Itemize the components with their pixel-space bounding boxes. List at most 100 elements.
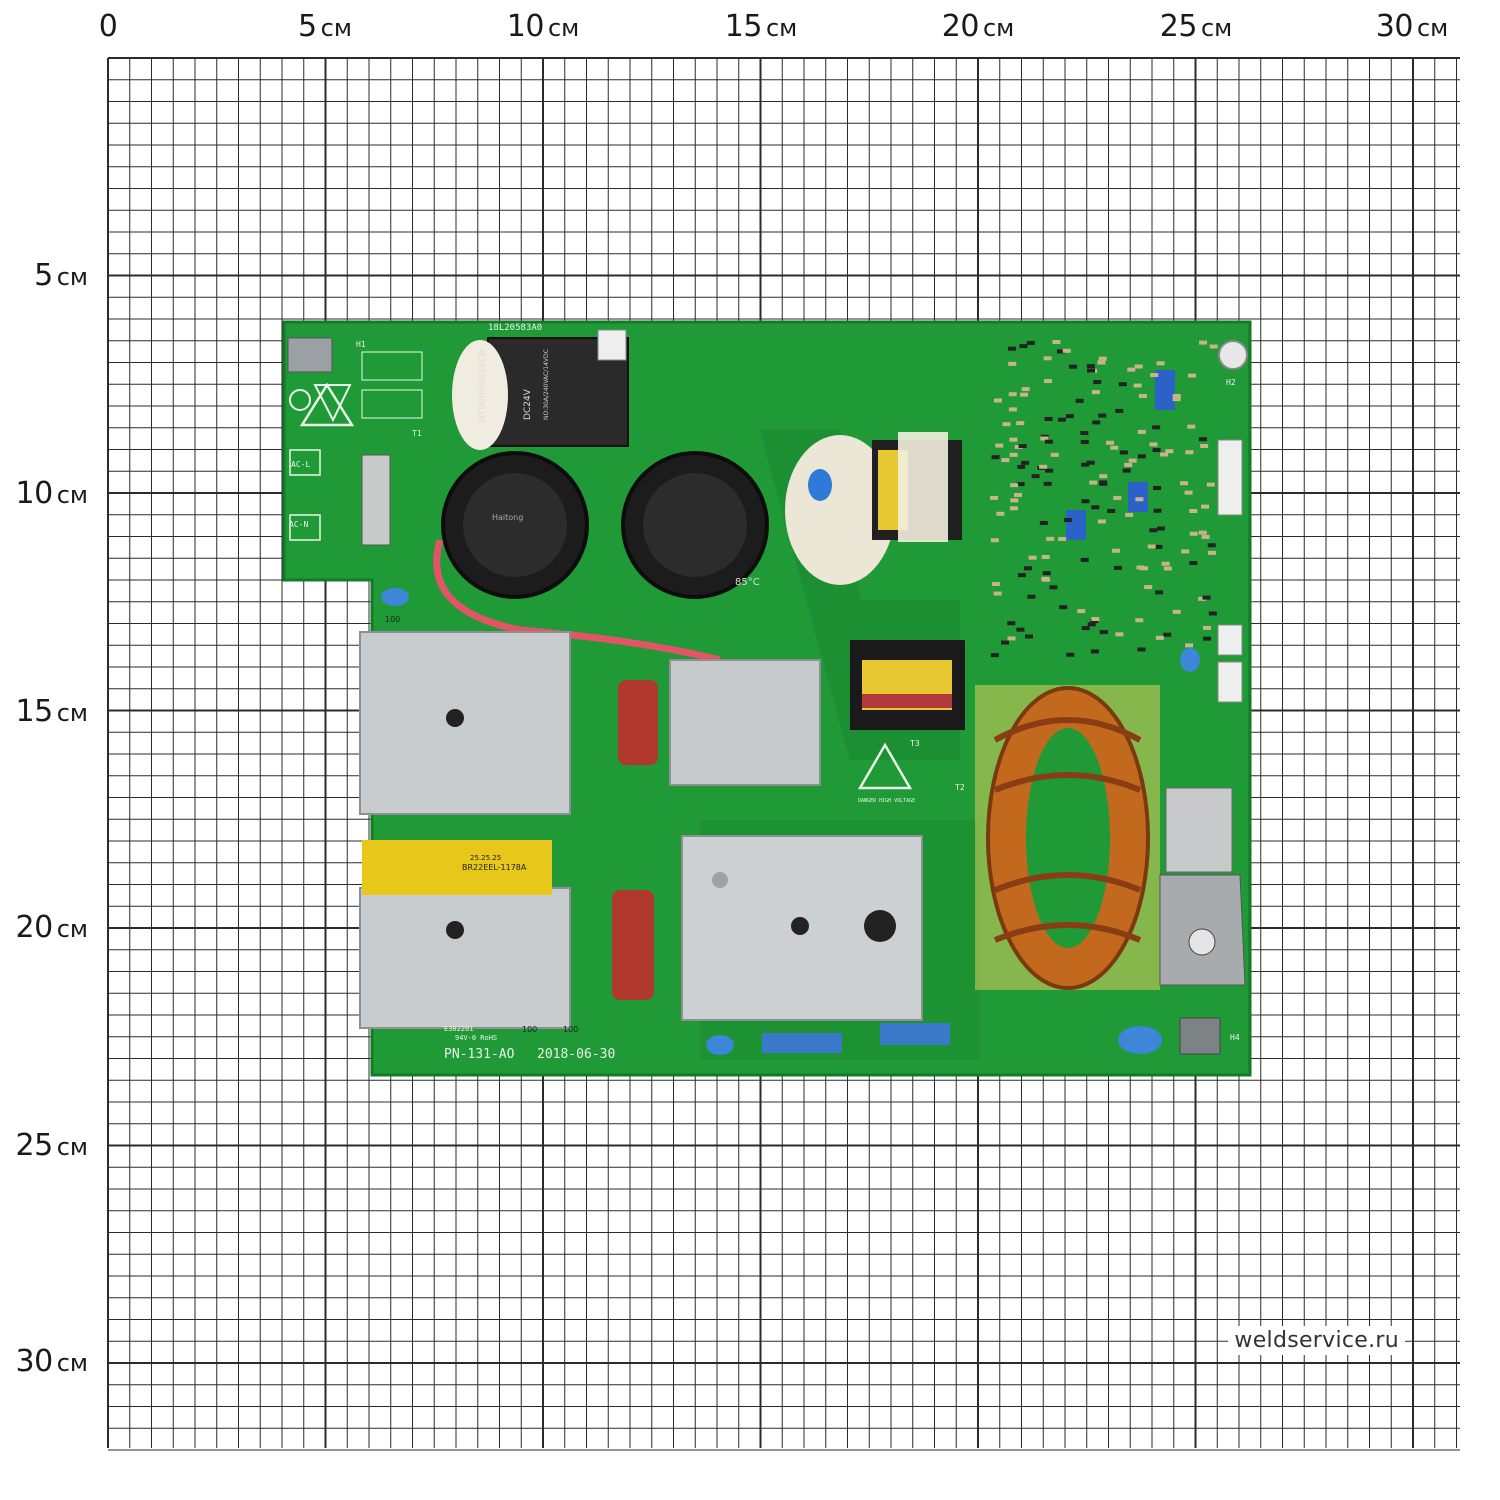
- smd-part: [1189, 561, 1198, 566]
- ac-n-label: AC-N: [289, 520, 308, 529]
- smd-part: [1119, 450, 1128, 455]
- smd-part: [1153, 508, 1162, 513]
- smd-part: [1155, 590, 1164, 595]
- smd-part: [1185, 643, 1194, 648]
- smd-part: [1134, 364, 1143, 369]
- smd-part: [1106, 440, 1115, 445]
- smd-part: [1087, 368, 1096, 373]
- smd-part: [1149, 442, 1158, 447]
- danger-label: DANGER HIGH VOLTAGE: [858, 798, 915, 804]
- smd-part: [1040, 436, 1049, 441]
- smd-part: [1163, 632, 1172, 637]
- smd-part: [1080, 439, 1089, 444]
- smd-part: [1028, 555, 1037, 560]
- ref-h4: H4: [1230, 1033, 1240, 1042]
- relay-voltage: DC24V: [523, 388, 533, 420]
- smd-part: [1189, 531, 1198, 536]
- smd-part: [990, 653, 999, 658]
- relay-model: NT90RHAE24CB: [478, 350, 488, 422]
- marker-100-a: 100: [385, 615, 400, 624]
- smd-part: [1017, 464, 1026, 469]
- board-top-code: 18L20583A0: [488, 323, 542, 333]
- smd-part: [1081, 626, 1090, 631]
- smd-part: [1198, 530, 1207, 535]
- smd-part: [1207, 543, 1216, 548]
- ref-t3: T3: [910, 739, 920, 748]
- smd-part: [1112, 548, 1121, 553]
- smd-part: [1161, 561, 1170, 566]
- smd-part: [1198, 437, 1207, 442]
- smd-part: [1002, 422, 1011, 427]
- smd-part: [1163, 566, 1172, 571]
- smd-part: [1039, 520, 1048, 525]
- smd-part: [1062, 348, 1071, 353]
- smd-part: [1020, 392, 1029, 397]
- smd-part: [1016, 627, 1025, 632]
- smd-part: [1059, 605, 1068, 610]
- smd-part: [1188, 373, 1197, 378]
- smd-part: [1152, 448, 1161, 453]
- smd-part: [1063, 518, 1072, 523]
- smd-part: [1018, 444, 1027, 449]
- smd-part: [1080, 431, 1089, 436]
- smd-part: [1027, 594, 1036, 599]
- smd-part: [1203, 636, 1212, 641]
- smd-part: [1049, 585, 1058, 590]
- smd-part: [1039, 464, 1048, 469]
- smd-part: [1187, 424, 1196, 429]
- smd-part: [1007, 621, 1016, 626]
- smd-part: [1041, 576, 1050, 581]
- smd-part: [1154, 544, 1163, 549]
- smd-part: [1091, 505, 1100, 510]
- smd-part: [1207, 550, 1216, 555]
- board-code: E302201: [444, 1025, 474, 1033]
- transformer-label: BR22EEL-1178A: [462, 863, 527, 872]
- smd-part: [1008, 407, 1017, 412]
- smd-part: [991, 582, 1000, 587]
- smd-part: [1202, 625, 1211, 630]
- smd-part: [1150, 373, 1159, 378]
- smd-part: [1042, 571, 1051, 576]
- smd-part: [995, 443, 1004, 448]
- smd-part: [1077, 609, 1086, 614]
- marker-100-b: 100: [563, 1025, 578, 1034]
- smd-part: [1118, 382, 1127, 387]
- smd-part: [991, 455, 1000, 460]
- auxiliary-transformer: [785, 432, 962, 585]
- smd-part: [1133, 383, 1142, 388]
- smd-part: [1172, 609, 1181, 614]
- board-date: 2018-06-30: [537, 1047, 615, 1062]
- smd-part: [1201, 504, 1210, 509]
- smd-part: [1057, 417, 1066, 422]
- connectors: [597, 329, 1243, 703]
- smd-part: [1156, 361, 1165, 366]
- smd-part: [1180, 481, 1189, 486]
- smd-part: [1128, 458, 1137, 463]
- smd-part: [1031, 474, 1040, 479]
- smd-part: [1114, 565, 1123, 570]
- smd-part: [1135, 618, 1144, 623]
- smd-part: [1090, 649, 1099, 654]
- bridge-rectifier: [1159, 787, 1246, 986]
- smd-part: [1016, 421, 1025, 426]
- capacitor-brand: Haitong: [492, 513, 523, 522]
- smd-part: [1087, 622, 1096, 627]
- transformer-t3: [850, 640, 965, 730]
- smd-part: [1097, 519, 1106, 524]
- smd-part: [1008, 361, 1017, 366]
- smd-part: [1092, 420, 1101, 425]
- smd-part: [1181, 549, 1190, 554]
- board-cert: 94V-0 RoHS: [455, 1034, 497, 1042]
- smd-part: [1185, 450, 1194, 455]
- smd-part: [1137, 647, 1146, 652]
- film-capacitors: [612, 680, 658, 1000]
- smd-part: [1010, 483, 1019, 488]
- smd-part: [1081, 499, 1090, 504]
- smd-part: [1110, 445, 1119, 450]
- smd-part: [1001, 640, 1010, 645]
- smd-part: [1066, 652, 1075, 657]
